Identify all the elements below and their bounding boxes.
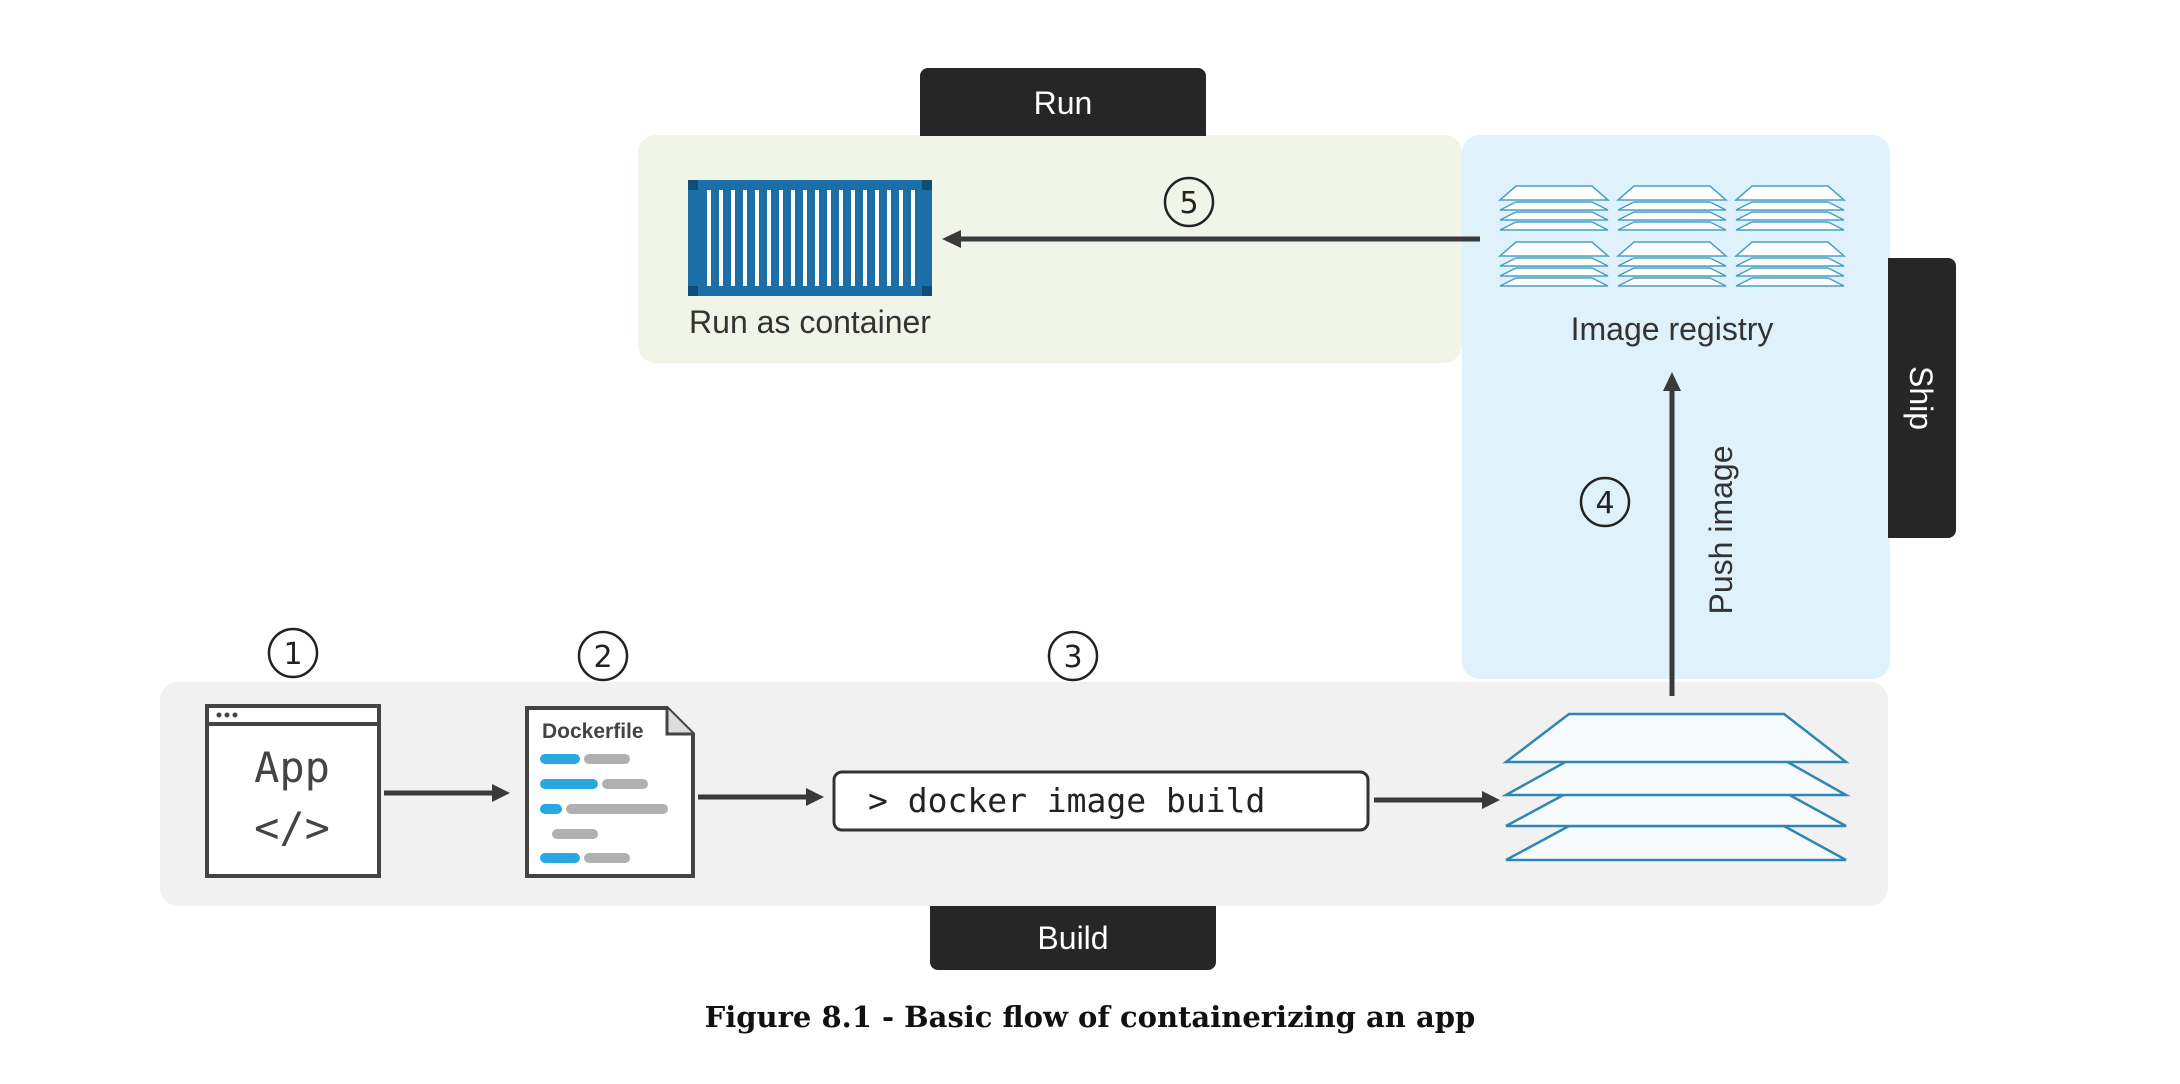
step-4-number: 4 [1595,486,1614,521]
push-image-label: Push image [1703,446,1739,615]
step-5-number: 5 [1179,186,1198,221]
run-tab: Run [920,68,1206,136]
step-3-badge: 3 [1047,630,1099,682]
figure-caption: Figure 8.1 - Basic flow of containerizin… [704,1000,1476,1034]
image-registry-label: Image registry [1571,311,1774,347]
ship-tab: Ship [1888,258,1956,538]
dockerfile-icon: Dockerfile [525,706,695,878]
app-icon: App </> [205,704,381,878]
arrow-push-to-registry [1663,372,1681,696]
step-1-badge: 1 [267,627,319,679]
step-5-badge: 5 [1163,176,1215,228]
ship-tab-label: Ship [1903,366,1939,430]
app-code-label: </> [254,803,330,852]
image-layers-icon [1501,712,1851,862]
dockerfile-title: Dockerfile [542,720,644,743]
step-4-badge: 4 [1579,476,1631,528]
app-label: App [254,743,330,792]
shipping-container-icon [688,180,932,296]
arrow-dockerfile-to-build [698,788,824,806]
command-text: > docker image build [868,781,1265,820]
registry-image-stacks-icon [1498,185,1846,287]
flow-arrows [384,230,1681,809]
build-tab: Build [930,906,1216,970]
run-tab-label: Run [1034,85,1093,121]
arrow-build-to-layers [1374,791,1500,809]
step-2-number: 2 [593,640,612,675]
step-3-number: 3 [1063,640,1082,675]
arrow-app-to-dockerfile [384,784,510,802]
run-as-container-label: Run as container [689,304,931,340]
docker-build-command: > docker image build [832,770,1370,832]
build-tab-label: Build [1037,920,1108,956]
arrow-registry-to-container [942,230,1480,248]
step-2-badge: 2 [577,630,629,682]
step-1-number: 1 [283,637,302,672]
